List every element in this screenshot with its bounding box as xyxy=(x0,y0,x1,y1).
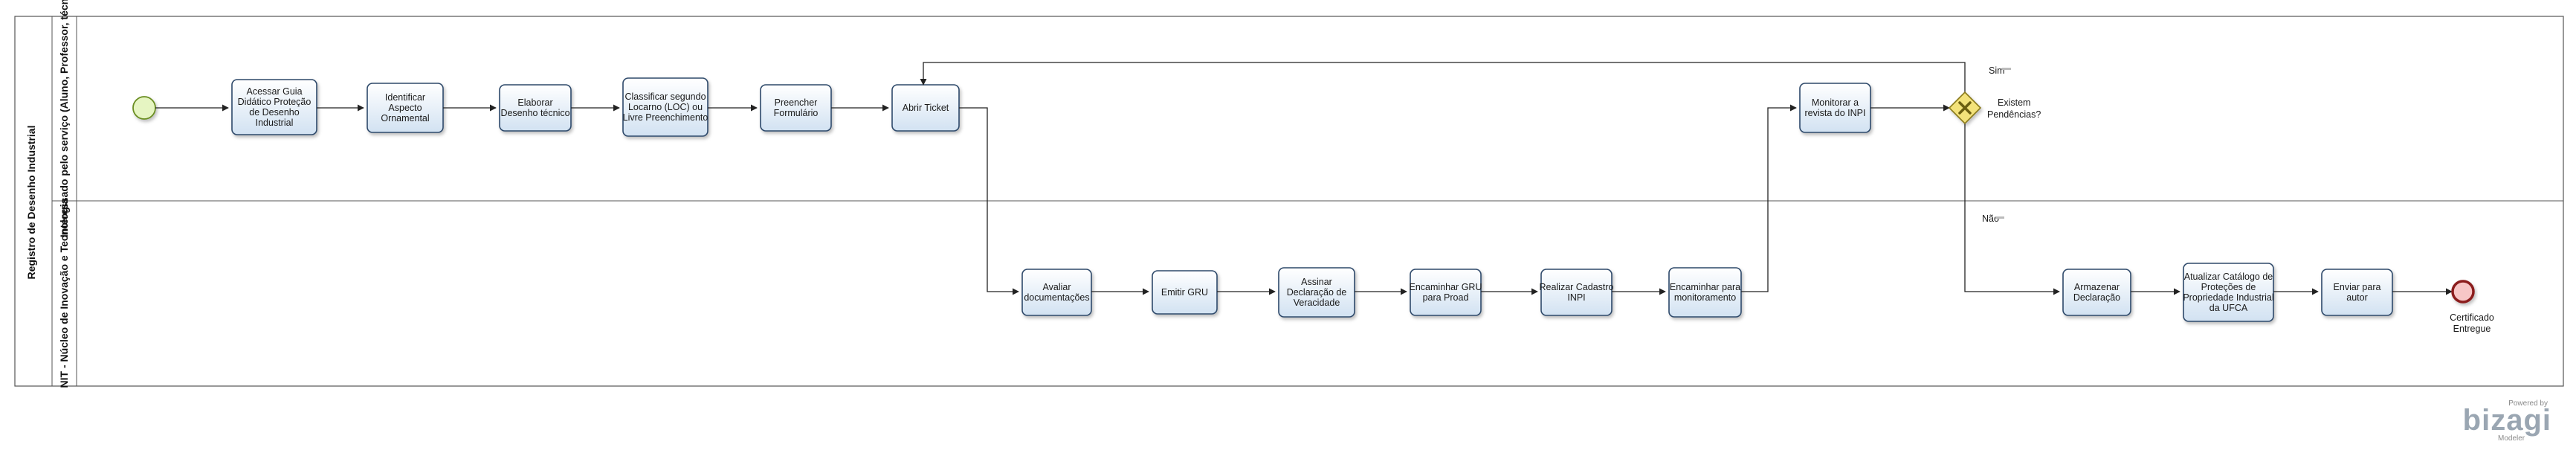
branding-product: Modeler xyxy=(2498,434,2525,443)
flow-gateway-no xyxy=(1964,123,2060,295)
task-t6[interactable]: Abrir Ticket xyxy=(891,84,960,132)
task-label-line: Assinar xyxy=(1301,277,1332,287)
task-box[interactable] xyxy=(2321,269,2393,316)
sequence-flows xyxy=(155,62,2453,295)
task-box[interactable] xyxy=(1540,269,1613,316)
task-label-line: INPI xyxy=(1567,292,1585,303)
task-label-line: Aspecto xyxy=(388,103,422,113)
task-box[interactable] xyxy=(1278,267,1355,318)
task-label-line: Livre Preenchimento xyxy=(623,112,708,123)
task-label-line: Desenho técnico xyxy=(500,108,569,118)
task-label-line: Classificar segundo xyxy=(624,91,706,102)
branding-logo-text: bizagi xyxy=(2463,404,2551,437)
task-label-line: Encaminhar GRU xyxy=(1410,282,1482,292)
task-label-line: autor xyxy=(2346,292,2368,303)
end-event-label-line1: Certificado xyxy=(2450,312,2494,323)
task-box[interactable] xyxy=(622,77,708,137)
task-label-line: Elaborar xyxy=(517,97,552,108)
task-box[interactable] xyxy=(1021,269,1092,316)
task-box[interactable] xyxy=(2062,269,2131,316)
task-label-line: documentações xyxy=(1024,292,1089,303)
task-label-line: Avaliar xyxy=(1043,282,1071,292)
gateway-no-label: Não xyxy=(1982,213,1999,224)
task-t9[interactable]: Emitir GRU xyxy=(1152,270,1218,315)
task-label-line: Veracidade xyxy=(1294,298,1340,308)
gateway-yes-label: Sim xyxy=(1989,65,2005,76)
task-label-line: Propriedade Industrial xyxy=(2183,292,2273,303)
task-label-line: Emitir GRU xyxy=(1161,287,1208,298)
start-event[interactable] xyxy=(132,96,156,120)
bizagi-branding: Powered by bizagi Modeler xyxy=(2463,399,2551,443)
exclusive-gateway[interactable] xyxy=(1948,91,1982,125)
task-label-line: monitoramento xyxy=(1674,292,1736,303)
task-label-line: Didático Proteção xyxy=(238,97,311,107)
lane-title-interessado: Interessado pelo serviço (Aluno, Profess… xyxy=(58,0,70,237)
task-label-line: para Proad xyxy=(1423,292,1469,303)
task-label-line: Monitorar a xyxy=(1812,97,1859,108)
branding-powered-by: Powered by xyxy=(2508,399,2548,408)
task-label-line: Ornamental xyxy=(381,113,429,123)
task-label-line: Armazenar xyxy=(2074,282,2120,292)
task-box[interactable] xyxy=(1668,267,1742,318)
task-label-line: Locarno (LOC) ou xyxy=(628,102,703,112)
task-label-line: Acessar Guia xyxy=(246,86,302,97)
task-label-line: Proteções de xyxy=(2201,282,2256,292)
task-label-line: Abrir Ticket xyxy=(903,103,949,113)
yes-label-shadow xyxy=(2002,68,2011,70)
task-box[interactable] xyxy=(231,79,317,135)
end-event[interactable] xyxy=(2451,280,2475,304)
flow-gateway-yes xyxy=(920,62,1966,92)
task-label-line: Enviar para xyxy=(2334,282,2381,292)
flow-t13-t7 xyxy=(1741,104,1797,292)
lane-title-nit: NIT - Núcleo de Inovação e Tecnologia xyxy=(58,198,70,388)
task-label-line: de Desenho xyxy=(249,107,299,118)
end-event-label-line2: Entregue xyxy=(2453,324,2491,334)
flow-t6-t8 xyxy=(959,107,1019,295)
task-label-line: Industrial xyxy=(256,118,294,128)
pool-title: Registro de Desenho Industrial xyxy=(25,126,37,280)
task-label-line: Encaminhar para xyxy=(1670,282,1740,292)
task-label-line: Preencher xyxy=(775,97,818,108)
task-label-line: Formulário xyxy=(774,108,819,118)
task-label-line: Atualizar Catálogo de xyxy=(2184,272,2273,282)
gateway-question-line1: Existem xyxy=(1998,97,2030,108)
gateway-x-icon xyxy=(1958,101,1972,115)
no-label-shadow xyxy=(1995,216,2004,219)
task-label-line: Identificar xyxy=(385,92,425,103)
task-label-line: revista do INPI xyxy=(1805,108,1866,118)
task-label-line: Declaração xyxy=(2073,292,2120,303)
task-box[interactable] xyxy=(2183,263,2274,322)
task-label-line: da UFCA xyxy=(2209,303,2248,313)
gateway-question-line2: Pendências? xyxy=(1987,109,2041,120)
task-label-line: Declaração de xyxy=(1287,287,1347,298)
task-label-line: Realizar Cadastro xyxy=(1539,282,1613,292)
task-box[interactable] xyxy=(1152,270,1218,315)
task-box[interactable] xyxy=(1410,269,1482,316)
